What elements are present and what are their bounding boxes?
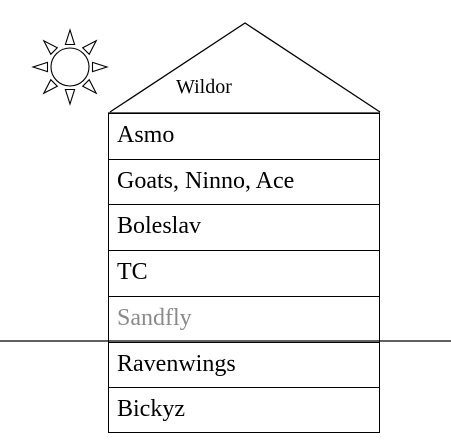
floor-row: Boleslav: [109, 204, 379, 250]
house-roof: [109, 22, 381, 113]
sun-ray: [64, 88, 76, 106]
floor-row: Sandfly: [109, 295, 379, 342]
house-name-label: Wildor: [176, 76, 232, 98]
floor-row: Bickyz: [109, 387, 379, 433]
sun-ray: [31, 61, 49, 73]
sun-ray: [81, 78, 98, 95]
sun-ray: [64, 28, 76, 46]
sun-ray: [81, 39, 98, 56]
sun-ray: [42, 39, 59, 56]
sun-ray: [42, 78, 59, 95]
floor-row: Asmo: [109, 113, 379, 159]
floor-row: Ravenwings: [109, 341, 379, 388]
sun-ray: [91, 61, 109, 73]
sun-icon: [31, 28, 109, 106]
floor-row: TC: [109, 250, 379, 296]
floor-row: Goats, Ninno, Ace: [109, 158, 379, 205]
